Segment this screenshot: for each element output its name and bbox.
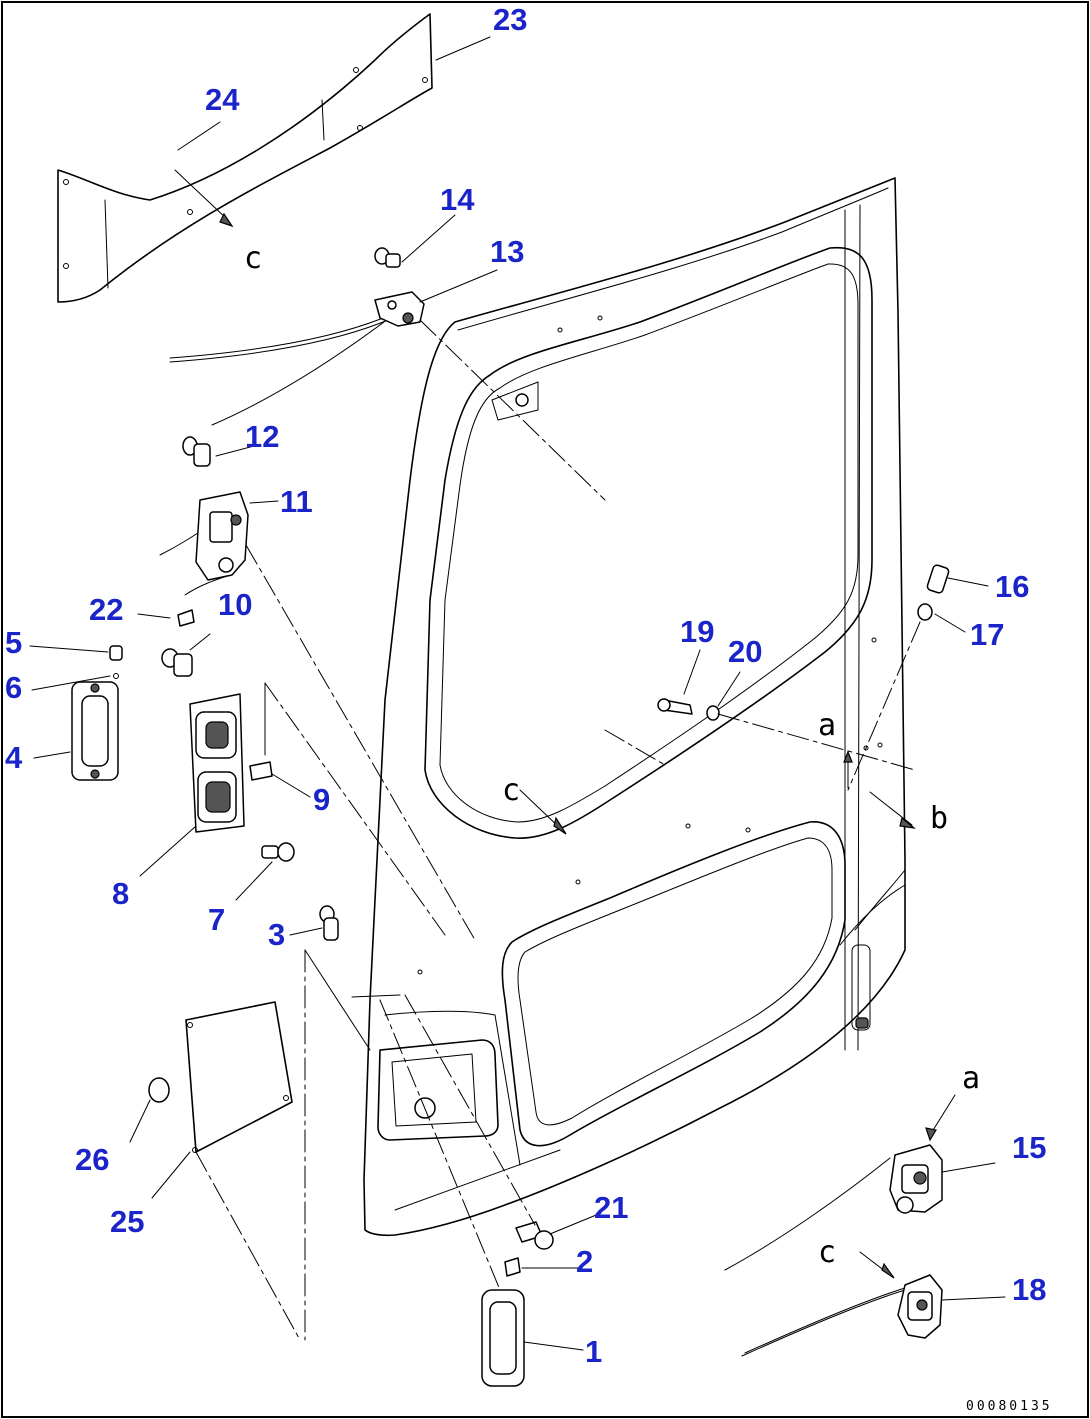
ref-letter-a-striker: a bbox=[962, 1061, 980, 1096]
clip-2 bbox=[504, 1257, 521, 1277]
callout-2: 2 bbox=[576, 1244, 593, 1279]
bolt-19 bbox=[657, 698, 693, 715]
washer-6 bbox=[113, 673, 119, 679]
spring-22 bbox=[177, 609, 195, 627]
screw-21 bbox=[515, 1221, 554, 1250]
callout-10: 10 bbox=[218, 587, 252, 622]
reference-letters: c a c b a c bbox=[244, 241, 980, 1270]
callout-7: 7 bbox=[208, 902, 225, 937]
callout-16: 16 bbox=[995, 569, 1029, 604]
handle-1 bbox=[481, 1289, 525, 1387]
callout-21: 21 bbox=[594, 1190, 628, 1225]
callout-23: 23 bbox=[493, 2, 527, 37]
callout-18: 18 bbox=[1012, 1272, 1046, 1307]
callout-19: 19 bbox=[680, 614, 714, 649]
lock-11 bbox=[195, 491, 249, 581]
callout-26: 26 bbox=[75, 1142, 109, 1177]
striker-15 bbox=[889, 1144, 943, 1214]
callout-5: 5 bbox=[5, 625, 22, 660]
bolt-14 bbox=[374, 247, 401, 268]
callout-4: 4 bbox=[5, 740, 23, 775]
plate-25 bbox=[185, 1001, 293, 1153]
callouts: 1 2 3 4 5 6 7 8 9 10 11 12 13 14 15 16 1… bbox=[5, 2, 1046, 1369]
callout-12: 12 bbox=[245, 419, 279, 454]
bolt-12 bbox=[182, 436, 211, 467]
leader-lines bbox=[29, 36, 1006, 1351]
washer-17 bbox=[917, 603, 933, 621]
bracket-8 bbox=[189, 693, 245, 833]
callout-11: 11 bbox=[280, 484, 313, 519]
callout-1: 1 bbox=[585, 1334, 602, 1369]
callout-24: 24 bbox=[205, 82, 240, 117]
screw-3 bbox=[319, 905, 339, 941]
callout-25: 25 bbox=[110, 1204, 144, 1239]
ref-letter-c-striker: c bbox=[818, 1235, 836, 1270]
callout-9: 9 bbox=[313, 782, 330, 817]
spacer-9 bbox=[249, 761, 273, 781]
callout-13: 13 bbox=[490, 234, 524, 269]
callout-8: 8 bbox=[112, 876, 129, 911]
callout-20: 20 bbox=[728, 634, 762, 669]
callout-15: 15 bbox=[1012, 1130, 1046, 1165]
screw-5 bbox=[109, 645, 123, 661]
handle-4 bbox=[71, 681, 119, 781]
drawing-code: 00080135 bbox=[966, 1399, 1053, 1414]
striker-18 bbox=[897, 1274, 943, 1339]
ref-letter-a-door: a bbox=[818, 708, 836, 743]
ref-letter-c-door: c bbox=[502, 773, 520, 808]
ref-letter-b: b bbox=[930, 801, 948, 836]
callout-14: 14 bbox=[440, 182, 475, 217]
callout-3: 3 bbox=[268, 917, 285, 952]
cables bbox=[159, 309, 909, 1357]
callout-17: 17 bbox=[970, 617, 1004, 652]
ref-letter-c-top: c bbox=[244, 241, 262, 276]
nut-20 bbox=[706, 705, 720, 721]
callout-6: 6 bbox=[5, 670, 22, 705]
bolt-10 bbox=[161, 648, 193, 677]
trim-cover-23 bbox=[57, 13, 433, 303]
callout-22: 22 bbox=[89, 592, 123, 627]
hinge-13 bbox=[374, 291, 425, 327]
screw-7 bbox=[261, 842, 295, 862]
door-panel bbox=[363, 177, 906, 1237]
bolt-16 bbox=[926, 564, 950, 594]
cap-26 bbox=[148, 1077, 170, 1103]
